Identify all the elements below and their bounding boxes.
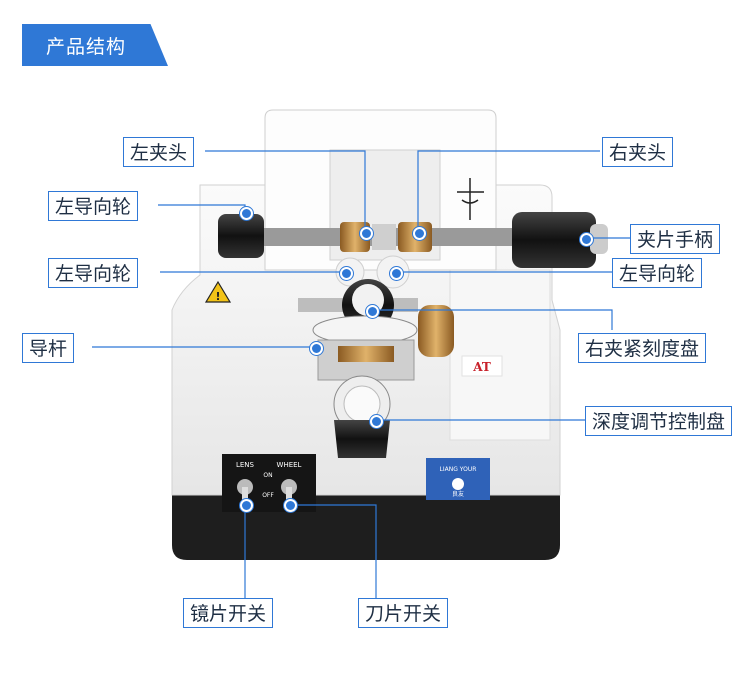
right-clamp-dial-dot <box>366 305 379 318</box>
brand-text: LIANG YOUR <box>440 466 477 473</box>
label-left-guide-mid: 左导向轮 <box>48 258 139 288</box>
clip-handle-dot <box>580 233 593 246</box>
label-blade-switch: 刀片开关 <box>358 598 449 628</box>
left-guide-top-dot <box>240 207 253 220</box>
label-left-clamp: 左夹头 <box>123 137 195 167</box>
depth-dial-dot <box>370 415 383 428</box>
svg-text:WHEEL: WHEEL <box>277 461 302 469</box>
label-clip-handle: 夹片手柄 <box>630 224 721 254</box>
guide-rod-dot <box>310 342 323 355</box>
label-right-clamp: 右夹头 <box>602 137 674 167</box>
label-left-guide-top: 左导向轮 <box>48 191 139 221</box>
svg-text:ON: ON <box>263 472 272 479</box>
label-left-guide-right: 左导向轮 <box>612 258 703 288</box>
svg-text:!: ! <box>215 290 220 303</box>
label-right-clamp-dial: 右夹紧刻度盘 <box>578 333 707 363</box>
svg-text:OFF: OFF <box>262 492 274 499</box>
label-guide-rod: 导杆 <box>22 333 75 363</box>
left-guide-right-dot <box>390 267 403 280</box>
section-title: 产品结构 <box>46 36 127 58</box>
right-clamp-dot <box>413 227 426 240</box>
label-depth-dial: 深度调节控制盘 <box>585 406 733 436</box>
lens-switch-dot <box>240 499 253 512</box>
label-lens-switch: 镜片开关 <box>183 598 274 628</box>
model-badge: AT <box>472 360 491 374</box>
section-banner: 产品结构 <box>22 24 168 66</box>
svg-text:LENS: LENS <box>236 461 255 469</box>
left-clamp-dot <box>360 227 373 240</box>
left-guide-mid-dot <box>340 267 353 280</box>
brand-cn: 良友 <box>452 490 464 498</box>
blade-switch-dot <box>284 499 297 512</box>
